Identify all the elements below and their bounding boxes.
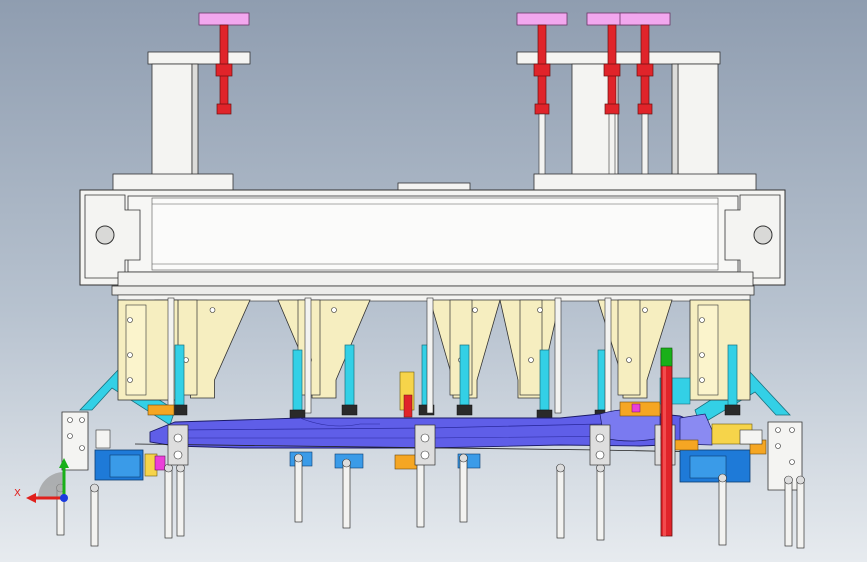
clamp-joint [589,424,611,466]
z-axis-dot [60,494,68,502]
locating-pin [596,463,605,541]
white-post [304,297,312,414]
locating-pin [718,473,727,546]
red-cylinder [619,12,671,185]
red-cylinder [516,12,568,185]
red-cylinder [198,12,250,115]
white-post [167,297,175,414]
cyan-riser [724,344,741,416]
white-post [554,297,562,414]
white-post [426,297,434,414]
riser-group [167,297,741,421]
left-pillar [147,51,251,185]
cyan-riser [341,344,358,416]
clamp-joint [167,424,189,466]
locating-pin [784,475,793,547]
clamp-housing [499,299,561,399]
clamp-joint [414,424,436,466]
locating-pin [459,453,468,523]
main-beam [79,173,786,302]
x-axis-label: X [14,488,21,499]
locating-pin [556,463,565,539]
red-rod [660,347,673,537]
red-cylinder-group [198,12,671,185]
locating-pin [164,463,173,539]
left-end-clamp [61,411,166,481]
clamp-housing [597,299,673,399]
locating-pin [90,483,99,547]
clamp-block [689,299,751,401]
locating-pin [796,475,805,549]
coordinate-triad: X [14,458,69,503]
clamp-housing-group [117,299,751,401]
right-end-clamp [679,421,803,491]
locating-pin [176,463,185,537]
white-post [604,297,612,414]
locating-pin [294,453,303,523]
cyan-riser [456,344,473,416]
clamp-housing [277,299,371,399]
locating-pin [342,458,351,529]
